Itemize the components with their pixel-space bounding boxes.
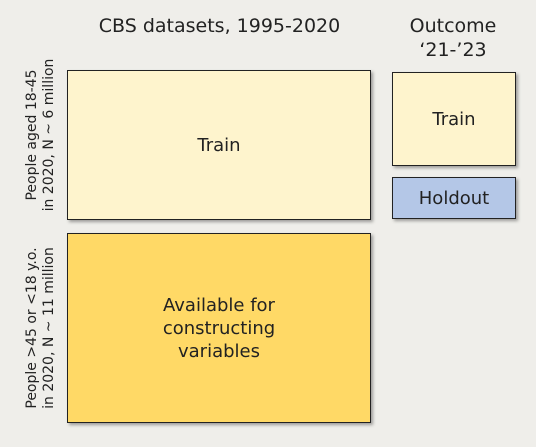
available-label-line1: Available for [163, 294, 275, 316]
row-label-other-ages: People >45 or <18 y.o. in 2020, N ~ 11 m… [24, 231, 60, 425]
row-label-other-ages-line1: People >45 or <18 y.o. [24, 247, 40, 409]
available-label-line3: variables [177, 340, 260, 362]
train-outcome-label: Train [432, 108, 476, 130]
row-label-other-ages-line2: in 2020, N ~ 11 million [41, 247, 57, 409]
holdout-label: Holdout [418, 187, 490, 209]
outcome-title: Outcome ‘21-’23 [378, 14, 528, 62]
row-label-18-45: People aged 18-45 in 2020, N ~ 6 million [24, 50, 60, 220]
row-label-18-45-line1: People aged 18-45 [24, 69, 40, 201]
holdout-box: Holdout [392, 177, 516, 219]
datasets-title: CBS datasets, 1995-2020 [98, 15, 341, 37]
outcome-title-line1: Outcome [409, 15, 497, 37]
outcome-title-line2: ‘21-’23 [419, 39, 487, 61]
row-label-18-45-line2: in 2020, N ~ 6 million [41, 58, 57, 212]
train-outcome-box: Train [392, 72, 516, 166]
available-box: Available for constructing variables [67, 233, 371, 423]
train-main-box: Train [67, 70, 371, 220]
available-label: Available for constructing variables [163, 294, 275, 363]
available-label-line2: constructing [162, 317, 276, 339]
train-main-label: Train [197, 134, 241, 156]
